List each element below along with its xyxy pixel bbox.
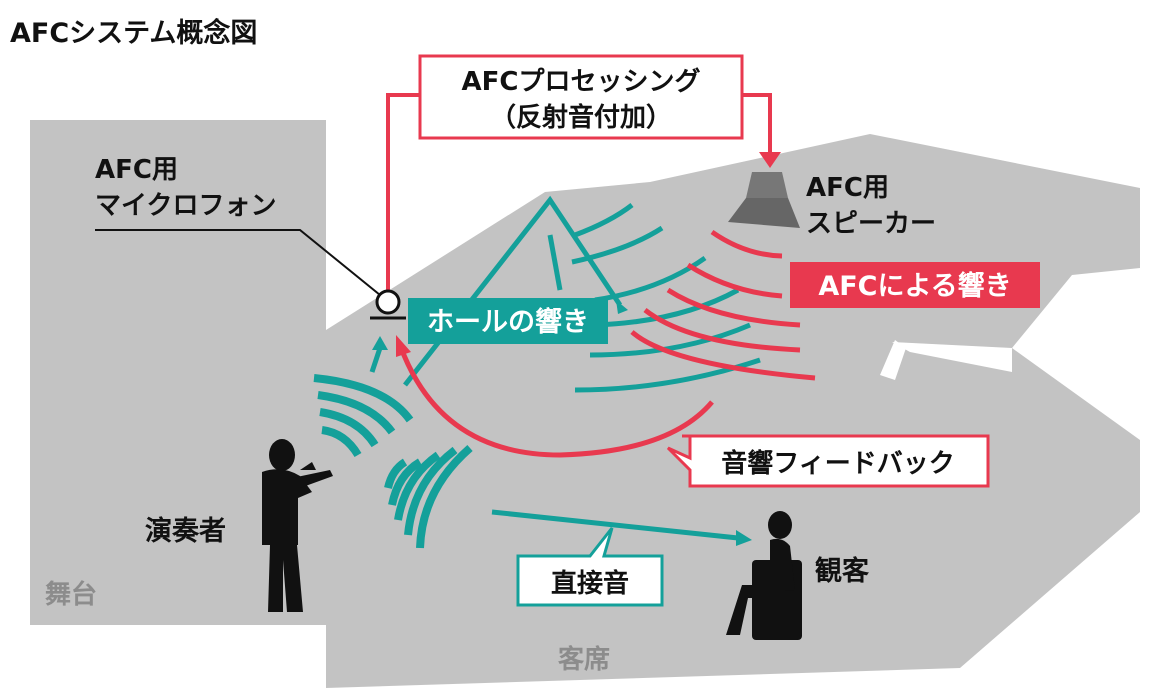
speaker-label-2: スピーカー <box>806 209 936 239</box>
afc-reverb-waves <box>630 229 816 381</box>
speaker-body-icon <box>746 172 788 198</box>
direct-to-mic-arrowhead <box>372 336 388 350</box>
direct-sound-arrowhead <box>736 530 752 546</box>
feedback-arrowhead <box>396 335 411 357</box>
processing-arrowhead <box>759 152 781 168</box>
speaker-horn-icon <box>728 198 800 228</box>
microphone-icon <box>375 289 401 315</box>
feedback-arc <box>397 344 714 458</box>
balcony-notch-inner <box>880 340 906 380</box>
seats-label: 客席 <box>558 644 610 675</box>
performer-label: 演奏者 <box>145 515 226 547</box>
processing-label-2: （反射音付加） <box>490 102 672 133</box>
microphone-leader-line <box>95 229 381 296</box>
processing-box <box>418 54 744 140</box>
processing-route <box>386 93 772 292</box>
feedback-label: 音響フィードバック <box>721 448 954 479</box>
mic-label-2: マイクロフォン <box>95 191 276 221</box>
hall-reverb-badge <box>408 298 608 344</box>
diagram-title: AFCシステム概念図 <box>10 17 257 49</box>
direct-sound-callout <box>516 527 664 607</box>
processing-label-1: AFCプロセッシング <box>462 67 701 97</box>
performer-sound-waves <box>313 374 473 549</box>
speaker-label-1: AFC用 <box>806 173 889 203</box>
audience-icon <box>726 511 802 640</box>
balcony-notch <box>892 342 1012 372</box>
hall-reverb-label: ホールの響き <box>427 306 589 338</box>
afc-reverb-badge <box>790 262 1040 308</box>
reflection-arrowhead <box>616 300 628 314</box>
audience-label: 観客 <box>815 555 870 587</box>
stage-label: 舞台 <box>45 579 97 610</box>
direct-sound-line <box>491 509 739 541</box>
afc-reverb-label: AFCによる響き <box>818 270 1011 302</box>
mic-label-1: AFC用 <box>95 155 178 185</box>
direct-to-mic-line <box>369 347 383 373</box>
direct-sound-label: 直接音 <box>551 568 629 599</box>
feedback-callout <box>666 434 990 488</box>
violinist-icon <box>262 439 333 612</box>
